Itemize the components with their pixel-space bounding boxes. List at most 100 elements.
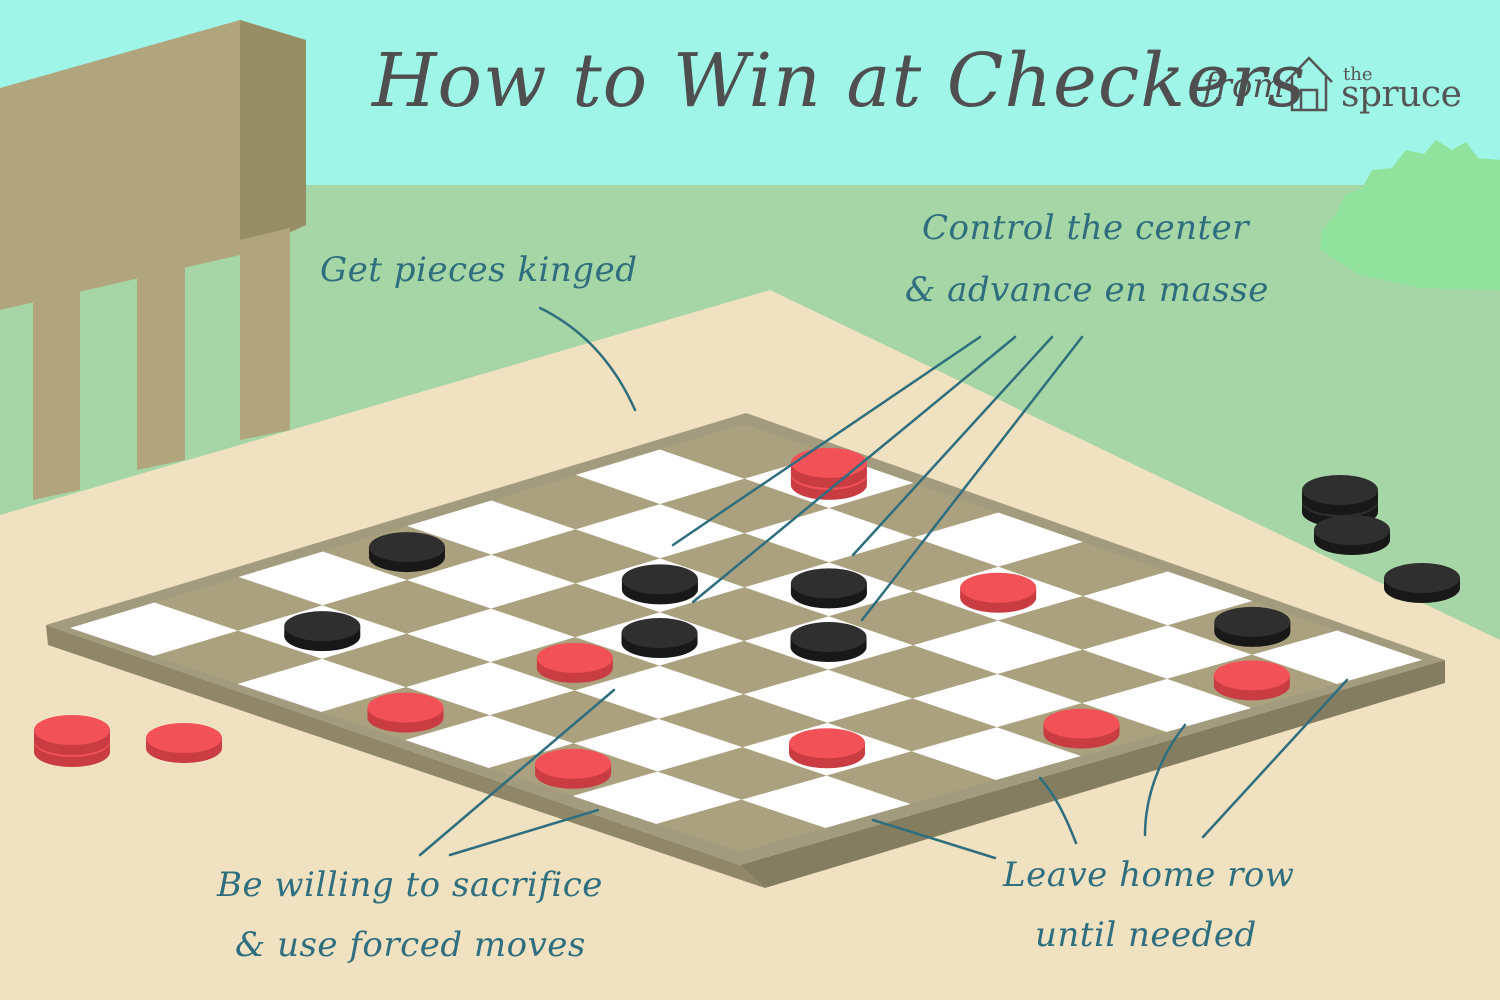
board-square <box>828 591 998 646</box>
fence-rail-end <box>240 20 306 255</box>
board-square <box>828 645 998 699</box>
board-squares <box>70 424 1422 852</box>
board-square <box>489 690 659 744</box>
red-checker <box>790 447 867 500</box>
board-square <box>70 602 239 656</box>
annotation-sacrifice-line1: Be willing to sacrifice <box>217 865 603 905</box>
brand-logo-text: spruce <box>1341 74 1462 115</box>
board-square <box>658 694 828 748</box>
leader-lines <box>418 306 1349 860</box>
board-square <box>1082 625 1253 679</box>
annotation-home-line2: until needed <box>1035 915 1257 955</box>
board-square <box>573 718 743 772</box>
fence-post <box>240 228 290 440</box>
leader-line-home-row <box>1143 723 1187 837</box>
board-square <box>659 424 829 479</box>
black-checker <box>1314 515 1390 555</box>
fence-top-rail <box>0 20 306 310</box>
black-checker <box>284 611 361 652</box>
board-square <box>405 715 574 768</box>
board-square <box>741 775 911 828</box>
black-checker <box>1302 475 1378 527</box>
leader-line-home-row <box>1038 776 1078 845</box>
board-square <box>238 551 407 606</box>
board-square <box>660 478 829 534</box>
bush <box>1320 140 1500 290</box>
board-square <box>656 799 826 852</box>
leader-line-center <box>851 335 1054 557</box>
fence-post <box>33 290 80 500</box>
board-square <box>657 747 827 800</box>
annotation-center-line1: Control the center <box>922 208 1250 248</box>
leader-line-sacrifice <box>448 808 600 857</box>
board-square <box>998 596 1168 650</box>
board-square <box>406 554 576 609</box>
fence-post <box>137 258 185 470</box>
board-square <box>406 608 576 663</box>
leader-line-kinged <box>538 306 637 412</box>
board-square <box>575 504 745 559</box>
board-square <box>997 649 1167 704</box>
red-checker <box>960 572 1037 613</box>
black-checker <box>790 622 867 663</box>
board-square <box>322 633 491 688</box>
board-square <box>913 512 1083 567</box>
annotation-center-line2: & advance en masse <box>905 270 1269 310</box>
red-checker <box>146 723 222 763</box>
black-checker <box>621 618 698 659</box>
board-square <box>574 665 744 719</box>
board-edge-front-left <box>46 625 765 888</box>
board-square <box>911 727 1081 780</box>
red-checker <box>789 728 866 769</box>
board-square <box>491 583 660 638</box>
black-checker <box>1384 563 1460 603</box>
leader-line-center <box>671 335 982 547</box>
red-checker <box>1213 660 1290 701</box>
board-square <box>1082 571 1253 626</box>
checker-pieces <box>34 447 1460 789</box>
board-square <box>659 641 829 695</box>
leader-line-center <box>860 335 1084 622</box>
leader-line-center <box>691 335 1017 604</box>
red-checker <box>536 642 613 683</box>
board-square <box>572 771 742 824</box>
leader-line-home-row <box>1201 678 1349 839</box>
board-edge-front-right <box>740 660 1445 888</box>
board-square <box>237 658 406 712</box>
board-square <box>913 620 1083 675</box>
black-checker <box>1214 606 1291 647</box>
infographic-title: How to Win at Checkers <box>372 38 1307 124</box>
red-checker <box>367 692 444 733</box>
board-square <box>829 537 999 592</box>
black-checker <box>368 532 445 573</box>
black-checker <box>621 564 698 605</box>
checkerboard <box>46 413 1445 888</box>
board-square <box>491 475 660 530</box>
leader-line-home-row <box>871 818 997 860</box>
board-square <box>1252 630 1422 684</box>
board-square <box>744 508 914 563</box>
black-checker <box>790 568 867 609</box>
annotation-kinged: Get pieces kinged <box>320 250 638 290</box>
board-square <box>743 669 913 723</box>
board-square <box>912 674 1082 728</box>
house-logo-icon <box>1285 56 1333 112</box>
leader-line-sacrifice <box>418 688 616 857</box>
board-square <box>998 542 1168 597</box>
board-square <box>153 630 322 684</box>
board-square <box>575 449 745 505</box>
annotation-sacrifice-line2: & use forced moves <box>235 925 586 965</box>
red-checker <box>535 748 612 789</box>
board-square <box>1081 678 1252 732</box>
fence <box>0 20 306 500</box>
red-checker <box>34 715 110 767</box>
board-square <box>154 577 323 631</box>
board-square <box>322 580 491 634</box>
annotation-home-line1: Leave home row <box>1003 855 1295 895</box>
board-square <box>405 662 575 716</box>
brand-the: the <box>1343 64 1373 85</box>
brand-prefix: from <box>1203 66 1285 106</box>
board-square <box>827 698 997 752</box>
board-square <box>829 483 999 538</box>
